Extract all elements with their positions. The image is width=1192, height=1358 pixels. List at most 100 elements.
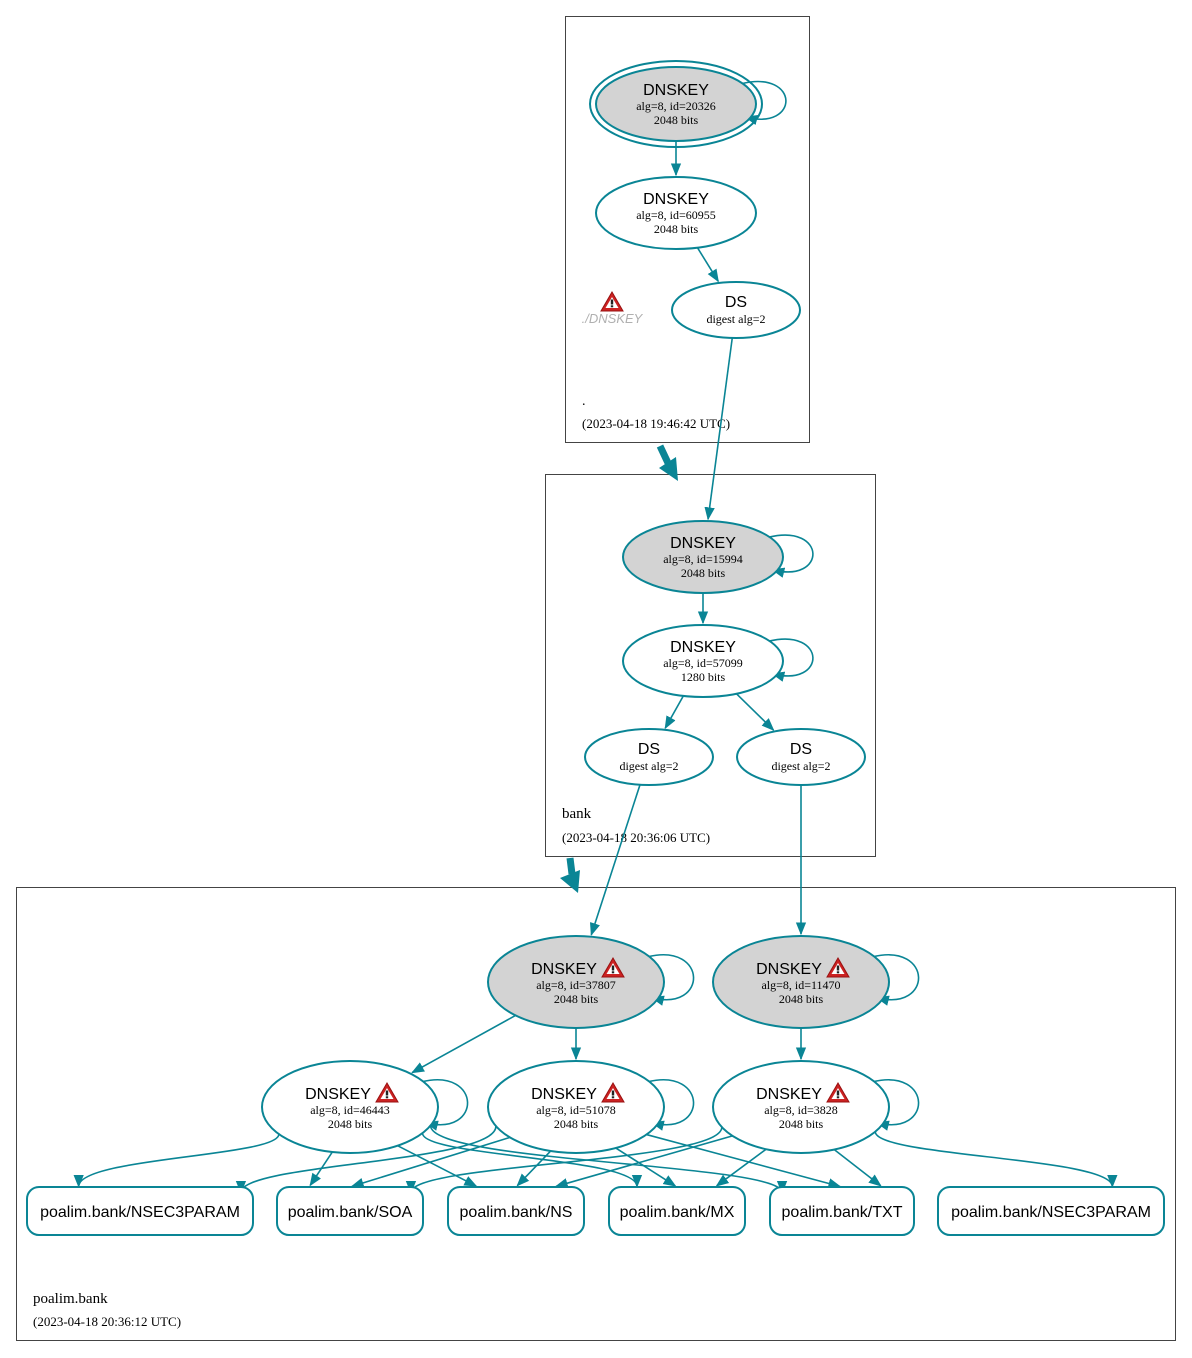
node-title: DS <box>725 294 747 311</box>
edge-p5-p5 <box>872 1079 920 1131</box>
node-title: DNSKEY <box>531 961 597 978</box>
rrset-label: poalim.bank/NS <box>460 1204 573 1221</box>
edge-b1-b1 <box>768 534 814 578</box>
node-detail: alg=8, id=37807 <box>536 978 616 992</box>
node-title: DNSKEY <box>305 1086 371 1103</box>
node-title: DNSKEY <box>670 535 736 552</box>
rrset-label: poalim.bank/NSEC3PARAM <box>951 1204 1151 1221</box>
zone-poalim: poalim.bank (2023-04-18 20:36:12 UTC) <box>16 887 1176 1341</box>
rrset-node-rr5[interactable]: poalim.bank/TXT <box>769 1186 915 1236</box>
node-key-size: 2048 bits <box>779 1117 824 1131</box>
edge-b2-bds1 <box>664 695 685 730</box>
node-detail: alg=8, id=60955 <box>636 208 716 222</box>
node-key-size: 2048 bits <box>654 113 699 127</box>
edge-p5-rr5 <box>833 1148 882 1187</box>
edge-p1-p1 <box>647 954 695 1006</box>
edge-r1-r1 <box>741 80 787 126</box>
node-title: DS <box>638 741 660 758</box>
node-key-size: 2048 bits <box>554 1117 599 1131</box>
node-key-size: 2048 bits <box>554 992 599 1006</box>
node-detail: alg=8, id=11470 <box>761 978 840 992</box>
delegation-arrows <box>560 444 678 893</box>
zone-root: . (2023-04-18 19:46:42 UTC) ./DNSKEY <box>565 16 810 443</box>
node-detail: digest alg=2 <box>771 759 830 773</box>
node-detail: alg=8, id=46443 <box>310 1103 390 1117</box>
node-title: DNSKEY <box>643 82 709 99</box>
edge-p4-rr3 <box>516 1150 552 1187</box>
rrset-node-rr6[interactable]: poalim.bank/NSEC3PARAM <box>937 1186 1165 1236</box>
edge-p5-rr3 <box>554 1135 733 1189</box>
zone-bank-timestamp: (2023-04-18 20:36:06 UTC) <box>562 830 710 845</box>
edges <box>73 80 1118 1194</box>
node-detail: digest alg=2 <box>706 312 765 326</box>
node-detail: alg=8, id=51078 <box>536 1103 616 1117</box>
edge-p5-rr2 <box>405 1126 723 1194</box>
edge-p5-rr4 <box>715 1148 767 1187</box>
edge-p4-rr5 <box>646 1133 842 1189</box>
node-key-size: 2048 bits <box>779 992 824 1006</box>
node-title: DNSKEY <box>756 1086 822 1103</box>
rrset-node-rr3[interactable]: poalim.bank/NS <box>447 1186 585 1236</box>
node-title: DNSKEY <box>531 1086 597 1103</box>
rrset-node-rr4[interactable]: poalim.bank/MX <box>608 1186 746 1236</box>
rrset-label: poalim.bank/MX <box>620 1204 735 1221</box>
edge-rds-b1 <box>704 337 734 521</box>
rrset-node-rr1[interactable]: poalim.bank/NSEC3PARAM <box>26 1186 254 1236</box>
zone-root-name: . <box>582 394 586 409</box>
node-title: DNSKEY <box>670 639 736 656</box>
edge-p3-p3 <box>421 1079 469 1131</box>
node-detail: alg=8, id=3828 <box>764 1103 838 1117</box>
edge-p2-p2 <box>872 954 920 1006</box>
node-detail: alg=8, id=57099 <box>663 656 743 670</box>
zone-poalim-name: poalim.bank <box>33 1291 108 1307</box>
warning-icon <box>600 291 624 312</box>
zone-root-timestamp: (2023-04-18 19:46:42 UTC) <box>582 416 730 431</box>
edge-b2-bds2 <box>735 693 775 731</box>
edge-p1-p3 <box>411 1014 516 1074</box>
edge-p4-rr2 <box>350 1136 511 1188</box>
node-title: DNSKEY <box>643 191 709 208</box>
edge-p5-rr6 <box>874 1131 1118 1188</box>
zone-bank-name: bank <box>562 806 592 822</box>
rrset-label: poalim.bank/TXT <box>782 1204 903 1221</box>
edge-r2-rds <box>696 247 719 283</box>
edge-p3-rr5 <box>429 1125 788 1194</box>
zone-poalim-timestamp: (2023-04-18 20:36:12 UTC) <box>33 1314 181 1329</box>
missing-dnskey-label: ./DNSKEY <box>582 311 644 326</box>
edge-p4-p4 <box>647 1079 695 1131</box>
node-key-size: 2048 bits <box>681 566 726 580</box>
edge-p4-rr1 <box>235 1125 497 1194</box>
rrset-label: poalim.bank/NSEC3PARAM <box>40 1204 240 1221</box>
edge-p3-rr1 <box>73 1133 280 1188</box>
node-detail: alg=8, id=20326 <box>636 99 716 113</box>
node-key-size: 2048 bits <box>654 222 699 236</box>
edge-bds1-p1 <box>589 784 641 936</box>
node-title: DNSKEY <box>756 961 822 978</box>
node-detail: alg=8, id=15994 <box>663 552 743 566</box>
edge-p4-rr4 <box>615 1147 677 1187</box>
edge-b2-b2 <box>768 638 814 682</box>
node-key-size: 2048 bits <box>328 1117 373 1131</box>
node-key-size: 1280 bits <box>681 670 726 684</box>
edge-p3-rr4 <box>421 1132 643 1188</box>
node-detail: digest alg=2 <box>619 759 678 773</box>
rrset-label: poalim.bank/SOA <box>288 1204 413 1221</box>
zone-bank: bank (2023-04-18 20:36:06 UTC) <box>545 474 876 857</box>
node-title: DS <box>790 741 812 758</box>
rrset-node-rr2[interactable]: poalim.bank/SOA <box>276 1186 424 1236</box>
edge-p3-rr3 <box>397 1144 478 1187</box>
